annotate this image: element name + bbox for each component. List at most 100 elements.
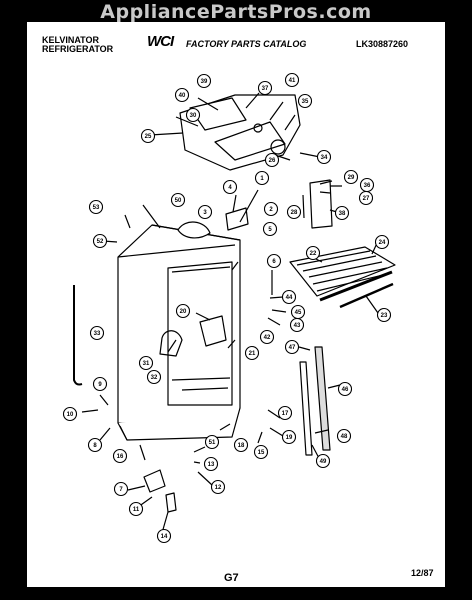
callout-50: 50 [170,192,186,208]
callout-1: 1 [254,170,270,186]
callout-label: 33 [94,331,101,337]
callout-label: 9 [98,382,102,388]
callout-49: 49 [315,453,331,469]
callout-4: 4 [222,179,238,195]
callout-17: 17 [277,405,293,421]
callout-23: 23 [376,307,392,323]
callout-6: 6 [266,253,282,269]
callout-35: 35 [297,93,313,109]
callout-label: 35 [302,99,309,105]
callout-label: 32 [151,375,158,381]
callout-22: 22 [305,245,321,261]
brand-name: KELVINATOR [42,35,100,45]
callout-label: 43 [294,323,301,329]
callout-label: 6 [272,259,276,265]
callout-31: 31 [138,355,154,371]
callout-27: 27 [358,190,374,206]
callout-label: 24 [379,240,386,246]
callout-label: 42 [264,335,271,341]
callout-label: 41 [289,78,296,84]
callout-label: 40 [179,93,186,99]
callout-label: 11 [133,507,140,513]
catalog-date: 12/87 [411,568,434,578]
callout-11: 11 [128,501,144,517]
callout-14: 14 [156,528,172,544]
callout-16: 16 [112,448,128,464]
callout-41: 41 [284,72,300,88]
callout-label: 15 [258,450,265,456]
model-number: LK30887260 [356,39,409,49]
callout-label: 7 [119,487,123,493]
callout-15: 15 [253,444,269,460]
callout-label: 20 [180,309,187,315]
callout-37: 37 [257,80,273,96]
callout-label: 27 [363,196,370,202]
callout-label: 10 [67,412,74,418]
callout-42: 42 [259,329,275,345]
callout-label: 14 [161,534,168,540]
callout-21: 21 [244,345,260,361]
callout-label: 4 [228,185,232,191]
callout-13: 13 [203,456,219,472]
callout-label: 46 [342,387,349,393]
callout-label: 30 [190,113,197,119]
callout-label: 28 [291,210,298,216]
callout-20: 20 [175,303,191,319]
callout-47: 47 [284,339,300,355]
callout-label: 37 [262,86,269,92]
callout-label: 45 [295,310,302,316]
callout-2: 2 [263,201,279,217]
callout-label: 16 [117,454,124,460]
callout-8: 8 [87,437,103,453]
callout-label: 44 [286,295,293,301]
callout-label: 31 [143,361,150,367]
callout-52: 52 [92,233,108,249]
callout-label: 53 [93,205,100,211]
callout-29: 29 [343,169,359,185]
callout-label: 50 [175,198,182,204]
callout-label: 2 [269,207,273,213]
callout-label: 21 [249,351,256,357]
callout-7: 7 [113,481,129,497]
callout-12: 12 [210,479,226,495]
callout-48: 48 [336,428,352,444]
callout-34: 34 [316,149,332,165]
callout-label: 34 [321,155,328,161]
callout-label: 36 [364,183,371,189]
callout-label: 29 [348,175,355,181]
callout-label: 39 [201,79,208,85]
callout-label: 47 [289,345,296,351]
callout-label: 23 [381,313,388,319]
product-type: REFRIGERATOR [42,44,114,54]
callout-39: 39 [196,73,212,89]
callout-18: 18 [233,437,249,453]
page-code: G7 [224,572,239,584]
callout-43: 43 [289,317,305,333]
callout-44: 44 [281,289,297,305]
wci-logo: WCI [147,33,174,50]
callout-label: 19 [286,435,293,441]
callout-9: 9 [92,376,108,392]
callout-label: 3 [203,210,207,216]
callout-46: 46 [337,381,353,397]
callout-label: 38 [339,211,346,217]
callout-38: 38 [334,205,350,221]
callout-label: 49 [320,459,327,465]
callout-label: 8 [93,443,97,449]
callout-51: 51 [204,434,220,450]
callout-label: 13 [208,462,215,468]
callout-label: 1 [260,176,264,182]
callout-53: 53 [88,199,104,215]
callout-33: 33 [89,325,105,341]
catalog-title: FACTORY PARTS CATALOG [186,39,307,49]
callout-label: 48 [341,434,348,440]
callout-label: 18 [238,443,245,449]
callout-30: 30 [185,107,201,123]
callout-45: 45 [290,304,306,320]
callout-40: 40 [174,87,190,103]
callout-label: 17 [282,411,289,417]
watermark: AppliancePartsPros.com [100,1,372,23]
callout-label: 52 [97,239,104,245]
callout-10: 10 [62,406,78,422]
